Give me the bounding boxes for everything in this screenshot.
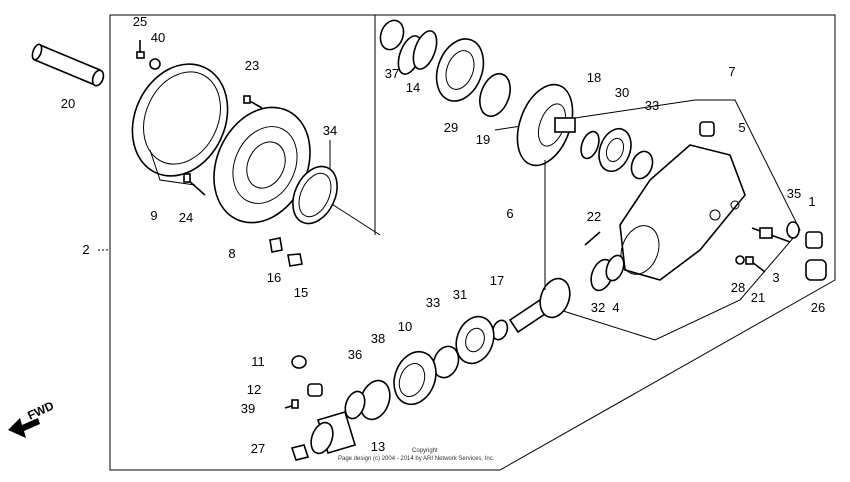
copyright-line1: Copyright bbox=[412, 448, 438, 454]
part-20-pin[interactable] bbox=[31, 43, 106, 87]
part-24-bolt[interactable] bbox=[183, 173, 206, 196]
callout-27: 27 bbox=[251, 441, 265, 456]
callout-15: 15 bbox=[294, 285, 308, 300]
callout-30: 30 bbox=[615, 85, 629, 100]
callout-5: 5 bbox=[738, 120, 745, 135]
callout-1: 1 bbox=[808, 194, 815, 209]
part-8-brake-panel[interactable] bbox=[196, 92, 328, 239]
part-39-bolt[interactable] bbox=[284, 399, 299, 409]
callout-2: 2 bbox=[82, 242, 89, 257]
part-13-coupling[interactable] bbox=[307, 411, 356, 456]
part-5-plug[interactable] bbox=[699, 121, 715, 137]
part-26-cap[interactable] bbox=[805, 259, 827, 281]
callout-39: 39 bbox=[241, 401, 255, 416]
part-4-ring[interactable] bbox=[603, 253, 627, 283]
callout-38: 38 bbox=[371, 331, 385, 346]
part-36-ring[interactable] bbox=[342, 389, 368, 421]
part-21-bolt[interactable] bbox=[745, 256, 766, 273]
part-16-clip[interactable] bbox=[269, 237, 283, 253]
part-22-spring[interactable] bbox=[584, 231, 601, 246]
callout-32: 32 bbox=[591, 300, 605, 315]
callout-18: 18 bbox=[587, 70, 601, 85]
callout-35: 35 bbox=[787, 186, 801, 201]
callout-34: 34 bbox=[323, 123, 337, 138]
part-18-shim[interactable] bbox=[578, 129, 603, 161]
part-35-washer[interactable] bbox=[786, 221, 800, 239]
part-19-ring[interactable] bbox=[474, 70, 515, 121]
part-14-sleeve[interactable] bbox=[394, 28, 441, 77]
part-11-nut[interactable] bbox=[291, 355, 307, 369]
callout-16: 16 bbox=[267, 270, 281, 285]
part-12-nut[interactable] bbox=[307, 383, 323, 397]
callout-17: 17 bbox=[490, 273, 504, 288]
callout-8: 8 bbox=[228, 246, 235, 261]
callout-9: 9 bbox=[150, 208, 157, 223]
housing-bracket bbox=[494, 99, 801, 341]
part-6-ring-gear[interactable] bbox=[507, 77, 583, 173]
callout-31: 31 bbox=[453, 287, 467, 302]
part-28-washer[interactable] bbox=[735, 255, 745, 265]
callout-7: 7 bbox=[728, 64, 735, 79]
part-3-shaft[interactable] bbox=[751, 227, 791, 243]
callout-29: 29 bbox=[444, 120, 458, 135]
part-34-oring[interactable] bbox=[284, 159, 346, 230]
part-25-bolt[interactable] bbox=[136, 40, 145, 59]
callout-25: 25 bbox=[133, 14, 147, 29]
callout-3: 3 bbox=[772, 270, 779, 285]
copyright-line2: Page design (c) 2004 - 2014 by ARI Netwo… bbox=[338, 456, 495, 462]
callout-24: 24 bbox=[179, 210, 193, 225]
part-23-bolt[interactable] bbox=[243, 95, 263, 109]
part-6-pinion[interactable] bbox=[508, 274, 575, 334]
callout-11: 11 bbox=[251, 354, 265, 369]
part-40-washer[interactable] bbox=[149, 58, 161, 70]
part-7-final-gear-case[interactable] bbox=[615, 144, 746, 281]
callout-13: 13 bbox=[371, 439, 385, 454]
part-15-nut[interactable] bbox=[287, 253, 303, 267]
part-10-gear[interactable] bbox=[387, 346, 443, 410]
callout-33b: 33 bbox=[426, 295, 440, 310]
part-30-bearing[interactable] bbox=[593, 124, 636, 176]
part-29-bearing[interactable] bbox=[428, 32, 491, 107]
part-27-nut[interactable] bbox=[290, 444, 310, 461]
part-17-ring[interactable] bbox=[490, 318, 510, 342]
callout-37: 37 bbox=[385, 66, 399, 81]
callout-28: 28 bbox=[731, 280, 745, 295]
callout-10: 10 bbox=[398, 319, 412, 334]
callout-23: 23 bbox=[245, 58, 259, 73]
part-37-ring[interactable] bbox=[377, 17, 408, 53]
part-9-drum[interactable] bbox=[115, 48, 246, 191]
callout-22: 22 bbox=[587, 209, 601, 224]
callout-33a: 33 bbox=[645, 98, 659, 113]
callout-26: 26 bbox=[811, 300, 825, 315]
callout-21: 21 bbox=[751, 290, 765, 305]
callout-40: 40 bbox=[151, 30, 165, 45]
callout-14: 14 bbox=[406, 80, 420, 95]
callout-4: 4 bbox=[612, 300, 619, 315]
part-33b-ring[interactable] bbox=[429, 343, 462, 381]
callout-6: 6 bbox=[506, 206, 513, 221]
fwd-arrow-icon bbox=[8, 418, 40, 438]
part-31-bearing[interactable] bbox=[450, 311, 500, 368]
callout-36: 36 bbox=[348, 347, 362, 362]
part-33a-ring[interactable] bbox=[628, 148, 656, 181]
callout-20: 20 bbox=[61, 96, 75, 111]
callout-12: 12 bbox=[247, 382, 261, 397]
callout-19: 19 bbox=[476, 132, 490, 147]
part-1-cap[interactable] bbox=[805, 231, 823, 249]
fwd-label: FWD bbox=[25, 398, 56, 422]
assembly-outline bbox=[109, 14, 836, 471]
